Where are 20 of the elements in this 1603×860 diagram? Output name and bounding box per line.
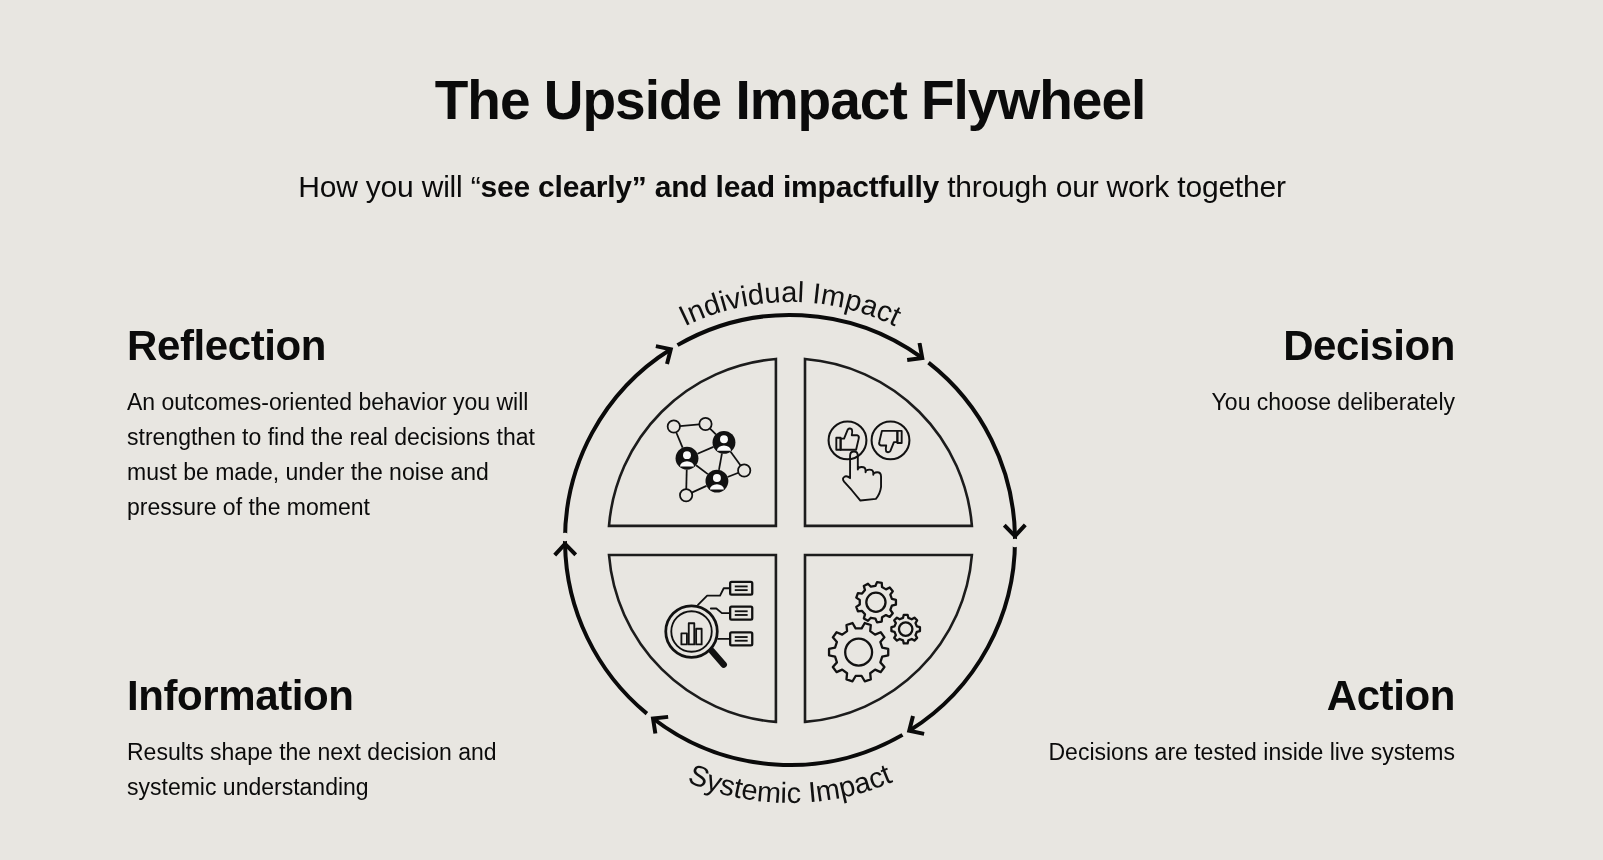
stage-description: Results shape the next decision and systemic understanding <box>127 737 498 802</box>
stage-description: An outcomes-oriented behavior you will strengthen to find the real decisions that must be made, under the noise and pressure of the moment <box>127 387 536 522</box>
stage-heading: Information <box>127 672 354 720</box>
stage-description: You choose deliberately <box>1211 387 1455 417</box>
curved-arrow <box>651 714 904 767</box>
stage-heading: Action <box>1326 672 1455 720</box>
quadrant-panel <box>605 551 779 725</box>
stage-heading: Decision <box>1283 322 1455 370</box>
stage-description: Decisions are tested inside live systems <box>1048 737 1455 767</box>
stage-heading: Reflection <box>127 322 327 370</box>
edge-label: Individual Impact <box>673 276 907 332</box>
quadrant-panel <box>605 355 779 529</box>
curved-arrow <box>676 313 925 363</box>
curved-arrow <box>553 344 674 716</box>
curved-arrow <box>906 361 1027 736</box>
quadrant-panel <box>801 551 975 725</box>
edge-label: Systemic Impact <box>684 757 896 810</box>
title: The Upside Impact Flywheel <box>434 68 1146 132</box>
subtitle: How you will “see clearly” and lead impactfully through our work together <box>298 169 1286 205</box>
quadrant-panel <box>801 355 975 529</box>
